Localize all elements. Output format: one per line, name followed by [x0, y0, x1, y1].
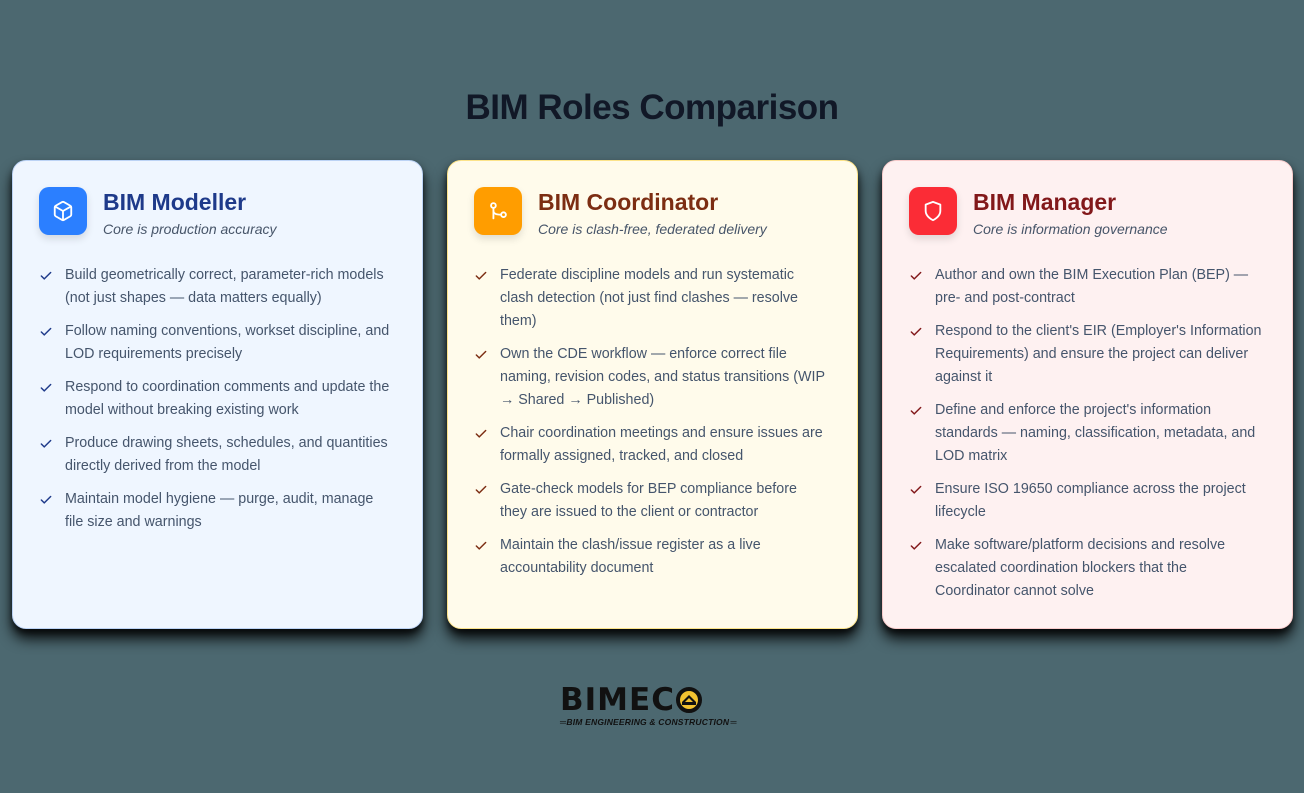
list-item: Build geometrically correct, parameter-r… [39, 264, 398, 310]
git-branch-icon [474, 187, 522, 235]
check-icon [39, 320, 65, 343]
check-icon [474, 534, 500, 557]
list-item: Ensure ISO 19650 compliance across the p… [909, 478, 1268, 524]
shield-icon [909, 187, 957, 235]
logo-wordmark: BIMEC [560, 685, 752, 716]
check-icon [909, 264, 935, 287]
check-icon [39, 264, 65, 287]
check-icon [474, 343, 500, 366]
role-title: BIM Modeller [103, 189, 247, 215]
list-item: Respond to coordination comments and upd… [39, 376, 398, 422]
list-item: Make software/platform decisions and res… [909, 534, 1268, 603]
list-item: Define and enforce the project's informa… [909, 399, 1268, 468]
check-icon [909, 534, 935, 557]
list-item: Own the CDE workflow — enforce correct f… [474, 343, 833, 412]
responsibility-list: Author and own the BIM Execution Plan (B… [909, 264, 1268, 603]
card-header: BIM Coordinator Core is clash-free, fede… [474, 187, 833, 237]
role-subtitle: Core is production accuracy [103, 221, 277, 237]
list-item: Maintain the clash/issue register as a l… [474, 534, 833, 580]
check-icon [474, 478, 500, 501]
card-header: BIM Modeller Core is production accuracy [39, 187, 398, 237]
list-item: Maintain model hygiene — purge, audit, m… [39, 488, 398, 534]
card-header: BIM Manager Core is information governan… [909, 187, 1268, 237]
cube-icon [39, 187, 87, 235]
check-icon [39, 432, 65, 455]
card-bim-coordinator: BIM Coordinator Core is clash-free, fede… [447, 160, 858, 629]
list-item: Gate-check models for BEP compliance bef… [474, 478, 833, 524]
page-title: BIM Roles Comparison [465, 88, 839, 127]
bimeco-logo: BIMEC ═ BIM ENGINEERING & CONSTRUCTION ═ [560, 685, 752, 731]
card-bim-manager: BIM Manager Core is information governan… [882, 160, 1293, 629]
role-subtitle: Core is information governance [973, 221, 1168, 237]
list-item: Chair coordination meetings and ensure i… [474, 422, 833, 468]
role-cards: BIM Modeller Core is production accuracy… [12, 160, 1293, 629]
role-subtitle: Core is clash-free, federated delivery [538, 221, 767, 237]
card-bim-modeller: BIM Modeller Core is production accuracy… [12, 160, 423, 629]
list-item: Author and own the BIM Execution Plan (B… [909, 264, 1268, 310]
check-icon [909, 320, 935, 343]
check-icon [909, 478, 935, 501]
house-icon [675, 687, 702, 713]
check-icon [474, 422, 500, 445]
list-item: Produce drawing sheets, schedules, and q… [39, 432, 398, 478]
responsibility-list: Federate discipline models and run syste… [474, 264, 833, 580]
role-title: BIM Manager [973, 189, 1117, 215]
list-item: Federate discipline models and run syste… [474, 264, 833, 333]
check-icon [474, 264, 500, 287]
check-icon [39, 488, 65, 511]
responsibility-list: Build geometrically correct, parameter-r… [39, 264, 398, 534]
list-item: Follow naming conventions, workset disci… [39, 320, 398, 366]
logo-tagline: ═ BIM ENGINEERING & CONSTRUCTION ═ [560, 717, 737, 727]
role-title: BIM Coordinator [538, 189, 719, 215]
check-icon [909, 399, 935, 422]
check-icon [39, 376, 65, 399]
list-item: Respond to the client's EIR (Employer's … [909, 320, 1268, 389]
